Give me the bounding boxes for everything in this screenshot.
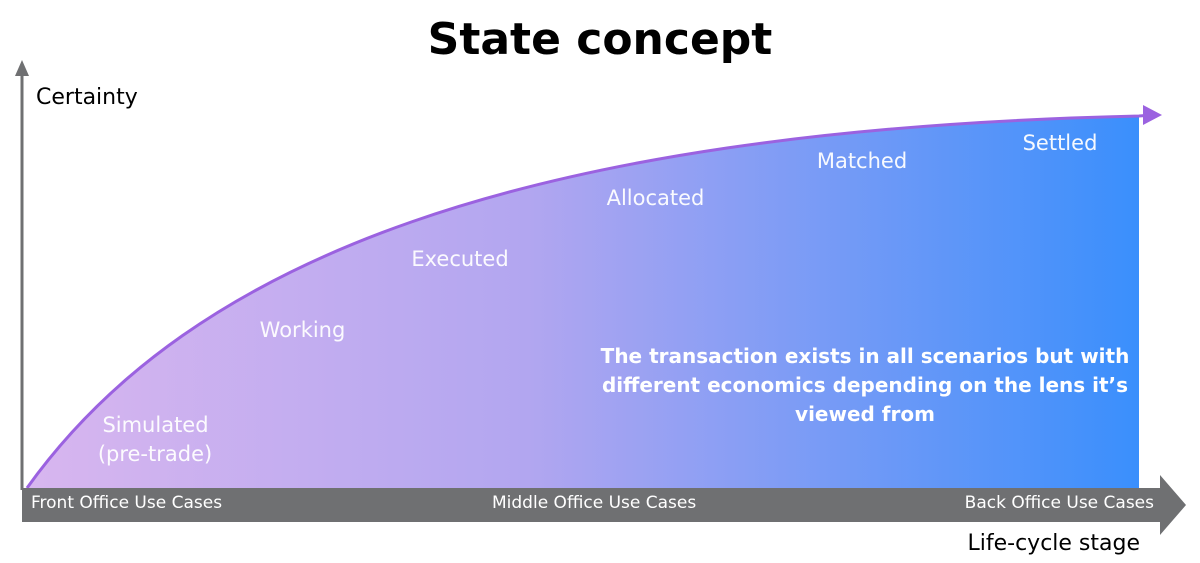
bar-label-back-office: Back Office Use Cases [964, 493, 1154, 513]
annotation-note: The transaction exists in all scenarios … [600, 344, 1130, 426]
y-axis-label: Certainty [36, 85, 138, 110]
certainty-curve [25, 114, 1147, 489]
stage-working: Working [259, 318, 346, 342]
curve-arrowhead-icon [1143, 105, 1162, 125]
bar-label-front-office: Front Office Use Cases [31, 493, 223, 513]
stage-allocated: Allocated [606, 186, 705, 210]
page-title: State concept [427, 14, 773, 65]
stage-simulated-sub: (pre-trade) [97, 442, 213, 466]
stage-matched: Matched [816, 149, 908, 173]
stage-simulated: Simulated [102, 413, 209, 437]
stage-settled: Settled [1022, 131, 1098, 155]
y-axis-arrowhead-icon [15, 60, 29, 76]
x-axis-bar [22, 475, 1186, 535]
certainty-area [27, 116, 1139, 488]
stage-executed: Executed [411, 247, 509, 271]
bar-label-middle-office: Middle Office Use Cases [492, 493, 697, 513]
x-axis-label: Life-cycle stage [967, 531, 1140, 556]
